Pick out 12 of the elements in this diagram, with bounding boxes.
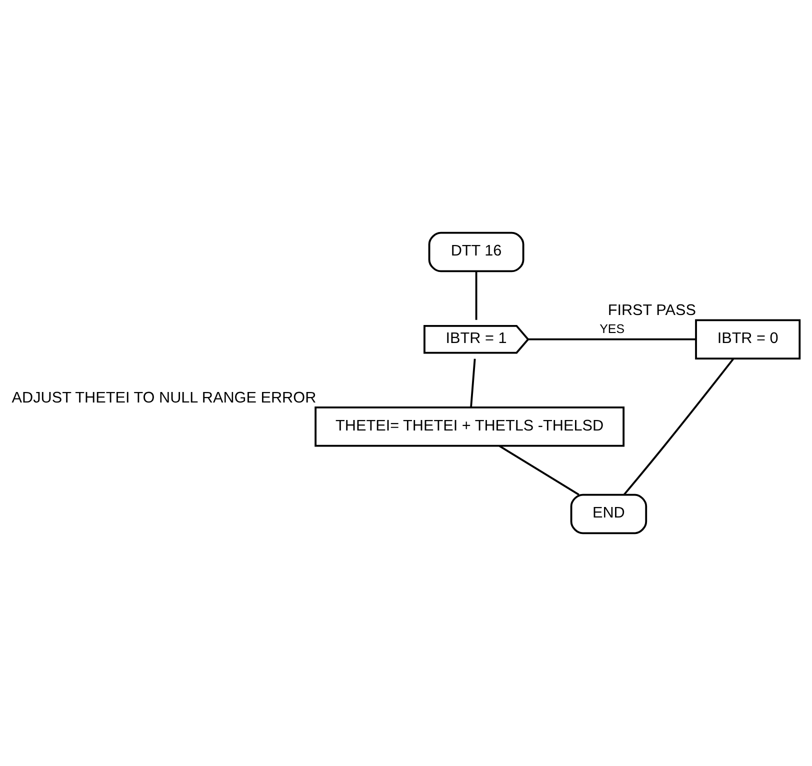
node-box: DTT 16	[428, 232, 524, 272]
node-label: ADJUST THETEI TO NULL RANGE ERROR	[12, 389, 316, 406]
node-box: END	[570, 494, 648, 534]
connector	[498, 445, 580, 496]
edge-label: YES	[600, 322, 625, 336]
connector	[623, 358, 734, 496]
node-box: IBTR = 0	[695, 319, 801, 360]
connector	[475, 272, 478, 320]
node-box: THETEI= THETEI + THETLS -THELSD	[314, 406, 625, 447]
connector	[528, 338, 696, 340]
connector	[470, 358, 476, 408]
node-label: FIRST PASS	[608, 302, 696, 320]
